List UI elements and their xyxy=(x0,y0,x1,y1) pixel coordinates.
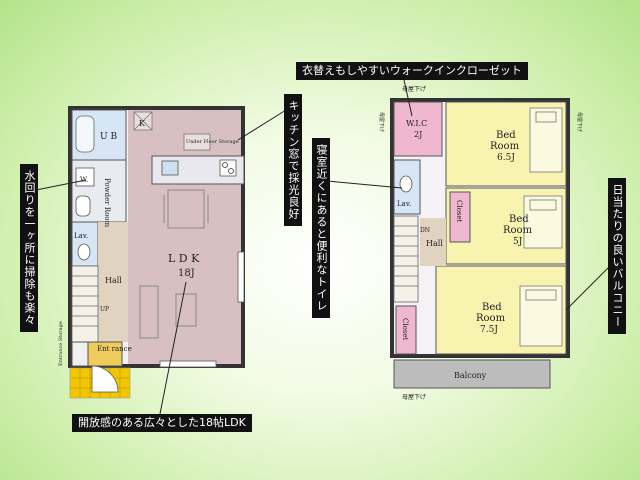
ldk-room xyxy=(128,110,241,364)
balcony-label: Balcony xyxy=(454,371,487,380)
ldk-size-label: 18J xyxy=(178,268,195,279)
entrance-storage-label: Entrance Storage xyxy=(58,321,64,366)
hall-1f-label: Hall xyxy=(105,276,122,285)
under-floor-storage-box xyxy=(183,133,211,151)
stairs-2f xyxy=(393,215,419,303)
closet-1 xyxy=(449,191,471,243)
callout-kitchen: キッチン窓で採光良好 xyxy=(284,94,302,226)
stairs-1f xyxy=(71,265,99,343)
sofa xyxy=(139,285,159,339)
bed-furniture xyxy=(519,107,563,347)
up-label: UP xyxy=(100,306,109,313)
bed1-room-label: Room xyxy=(490,141,520,152)
second-floor: W.I.C 2J Bed Room 6.5J Bed Room 5J Bed R… xyxy=(378,85,583,401)
dn-label: DN xyxy=(420,227,430,234)
bed3-size-label: 7.5J xyxy=(480,325,498,335)
wic-size-label: 2J xyxy=(414,130,422,139)
bed3-room-label: Room xyxy=(476,313,506,324)
bed2-label: Bed xyxy=(509,214,529,225)
callout-water: 水回りを一ヶ所に掃除も楽々 xyxy=(20,164,38,332)
callout-lines xyxy=(35,79,615,415)
dining-table xyxy=(167,189,205,229)
bed1-size-label: 6.5J xyxy=(497,153,515,163)
washbasin-icon xyxy=(75,195,91,217)
bed1-label: Bed xyxy=(496,130,516,141)
closet1-label: Closet xyxy=(455,200,463,223)
closet-2 xyxy=(395,305,417,355)
callout-wic: 衣替えもしやすいウォークインクローゼット xyxy=(296,62,528,80)
callout-toilet: 寝室近くにあると便利なトイレ xyxy=(312,138,330,318)
lav-1f-label: Lav. xyxy=(74,232,88,240)
toilet-2f-icon xyxy=(399,175,413,193)
bed2-size-label: 5J xyxy=(513,237,523,247)
sink-icon xyxy=(161,160,179,176)
first-floor: U B Powder Room W. Lav. Hall UP Ent ranc… xyxy=(58,106,245,399)
powder-room-label: Powder Room xyxy=(103,178,111,228)
hall-2f-label: Hall xyxy=(426,239,443,248)
roof-note-right: 母屋下げ xyxy=(576,112,583,132)
lav-2f-label: Lav. xyxy=(397,200,411,208)
hall-1f xyxy=(98,222,128,342)
roof-note-top: 母屋下げ xyxy=(402,85,426,93)
ldk-window-bottom xyxy=(159,360,217,368)
balcony xyxy=(393,359,551,389)
closet2-label: Closet xyxy=(401,318,409,341)
under-floor-label: Under Floor Storage xyxy=(186,139,239,145)
ldk-window-right xyxy=(237,251,245,303)
bed2-room-label: Room xyxy=(503,225,533,236)
coffee-table xyxy=(175,293,197,327)
ub-label: U B xyxy=(100,132,117,142)
bed3-label: Bed xyxy=(482,302,502,313)
bathtub-icon xyxy=(75,115,95,153)
entrance-storage xyxy=(71,341,89,367)
porch-tiles xyxy=(69,365,131,399)
wic-room xyxy=(393,101,443,157)
ldk-label: L D K xyxy=(168,252,200,265)
callout-balcony: 日当たりの良いバルコニー xyxy=(608,178,626,334)
wic-label: W.I.C xyxy=(406,119,427,128)
entrance-label: Ent rance xyxy=(97,345,132,353)
toilet-icon xyxy=(77,243,91,261)
k-label: K xyxy=(139,119,146,128)
roof-note-left: 母屋下げ xyxy=(378,112,385,132)
roof-note-bottom: 母屋下げ xyxy=(402,393,426,401)
callout-ldk: 開放感のある広々とした18帖LDK xyxy=(72,414,252,432)
hall-2f xyxy=(420,218,446,266)
stove-icon xyxy=(219,159,237,177)
